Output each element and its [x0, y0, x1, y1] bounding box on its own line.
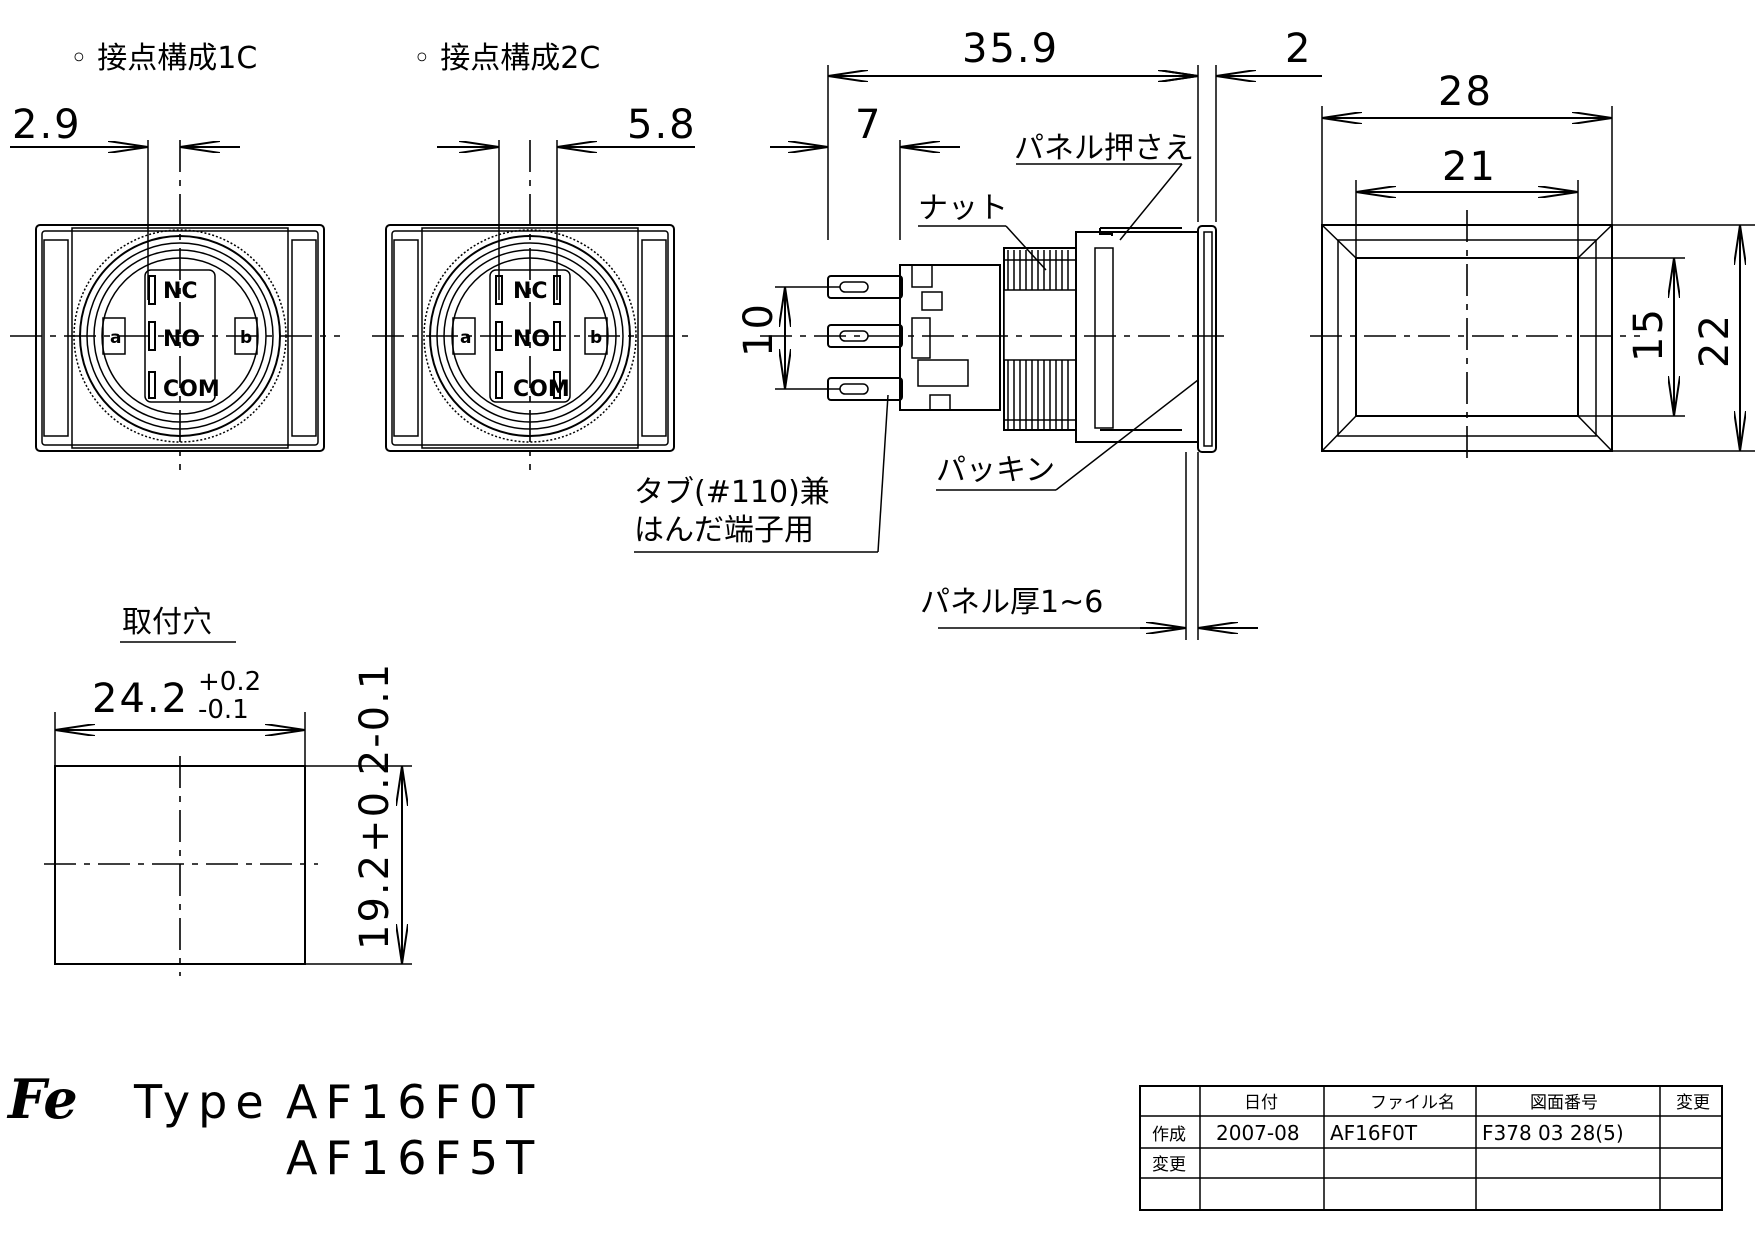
title-block-header-drawing-no: 図面番号 — [1530, 1093, 1598, 1113]
terminal-no-label-2c: NO — [513, 327, 550, 352]
tab-label-line1: タブ(#110)兼 — [634, 475, 830, 510]
terminal-a-label: a — [110, 328, 121, 348]
dimension-length: 35.9 — [962, 26, 1059, 72]
contact-1c-label: ◦ 接点構成1C — [70, 41, 257, 76]
title-block-drawing-number: F378 03 28(5) — [1482, 1121, 1624, 1145]
dimension-pin-pitch: 10 — [736, 302, 782, 357]
terminal-com-label: COM — [163, 377, 220, 402]
mounting-hole-width-tol-plus: +0.2 — [198, 667, 261, 697]
terminal-a-label-2c: a — [460, 328, 471, 348]
title-block-header-change: 変更 — [1676, 1093, 1710, 1113]
mounting-hole-width-tol-minus: -0.1 — [198, 695, 249, 725]
front-view-1c: ◦ 接点構成1C NC NO COM a b 2.9 — [10, 41, 340, 470]
mounting-hole: 取付穴 24.2 +0.2 -0.1 19.2+0.2-0.1 — [44, 605, 412, 976]
model-af16f0t: AF16F0T — [286, 1075, 542, 1129]
nut-label: ナット — [918, 191, 1008, 226]
terminal-b-label: b — [240, 328, 252, 348]
panel-thickness-label: パネル厚1~6 — [920, 585, 1103, 620]
title-block: 日付 ファイル名 図面番号 変更 作成 2007-08 AF16F0T F378… — [1139, 1085, 1723, 1211]
title-block-created-date: 2007-08 — [1216, 1121, 1300, 1145]
side-view: 35.9 2 7 10 — [634, 26, 1322, 640]
terminal-no-label: NO — [163, 327, 200, 352]
mounting-hole-width: 24.2 — [92, 676, 189, 722]
lens-front-view: 28 21 15 22 — [1310, 69, 1755, 460]
dimension-window-height: 15 — [1626, 307, 1672, 362]
contact-2c-label: ◦ 接点構成2C — [413, 41, 600, 76]
terminal-com-label-2c: COM — [513, 377, 570, 402]
dimension-2c-offset: 5.8 — [627, 102, 697, 148]
title-block-header-date: 日付 — [1244, 1093, 1278, 1113]
type-block: Fe Type AF16F0T AF16F5T — [6, 1067, 542, 1185]
tab-label-line2: はんだ端子用 — [634, 513, 814, 548]
front-view-2c: ◦ 接点構成2C NC NO COM a b 5.8 — [372, 41, 697, 470]
dimension-bezel: 2 — [1285, 26, 1312, 72]
type-label: Type — [133, 1075, 272, 1129]
panel-holder-label: パネル押さえ — [1014, 131, 1194, 166]
model-af16f5t: AF16F5T — [286, 1131, 542, 1185]
mounting-hole-height: 19.2+0.2-0.1 — [352, 662, 398, 950]
dimension-height: 22 — [1692, 313, 1738, 368]
mounting-hole-title: 取付穴 — [122, 605, 212, 640]
dimension-window-width: 21 — [1442, 144, 1497, 190]
title-block-change-label: 変更 — [1152, 1155, 1186, 1175]
dimension-rear: 7 — [855, 102, 882, 148]
title-block-header-file: ファイル名 — [1370, 1093, 1455, 1113]
dimension-1c-offset: 2.9 — [12, 102, 82, 148]
terminal-b-label-2c: b — [590, 328, 602, 348]
title-block-created-label: 作成 — [1152, 1125, 1186, 1145]
fe-logo: Fe — [6, 1067, 78, 1131]
title-block-file-name: AF16F0T — [1330, 1121, 1418, 1145]
packing-label: パッキン — [936, 453, 1055, 488]
dimension-width: 28 — [1438, 69, 1493, 115]
